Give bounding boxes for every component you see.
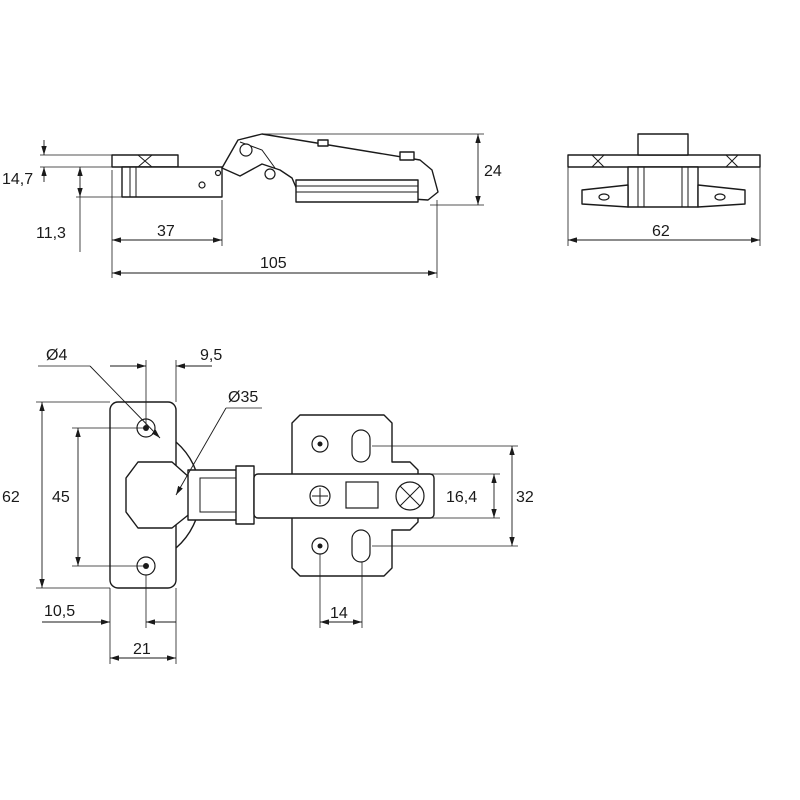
dim-plate-inner: 16,4 — [446, 489, 477, 506]
dim-flange-height: 62 — [2, 489, 20, 506]
dim-end-plate-width: 62 — [652, 223, 670, 240]
dim-flange-width: 21 — [133, 641, 151, 658]
dim-side-body-drop: 11,3 — [36, 225, 66, 242]
dim-side-height: 24 — [484, 163, 502, 180]
dim-side-flange-thickness: 14,7 — [2, 171, 33, 188]
dim-flange-hole-pitch: 45 — [52, 489, 70, 506]
end-view: 62 — [567, 133, 761, 246]
dim-flange-hole-inset: 10,5 — [44, 603, 75, 620]
dim-side-total-length: 105 — [260, 255, 287, 272]
dim-side-cup-width: 37 — [157, 223, 175, 240]
dim-cup-dia: Ø35 — [228, 389, 258, 406]
dim-cup-hole-offset: 9,5 — [200, 347, 222, 364]
side-view: 14,7 11,3 37 105 24 — [2, 133, 502, 278]
dim-cup-screw-hole-dia: Ø4 — [46, 347, 67, 364]
dim-plate-outer: 32 — [516, 489, 534, 506]
top-view: Ø4 9,5 Ø35 62 45 10,5 21 — [2, 347, 534, 664]
dim-plate-hole-spacing: 14 — [330, 605, 348, 622]
